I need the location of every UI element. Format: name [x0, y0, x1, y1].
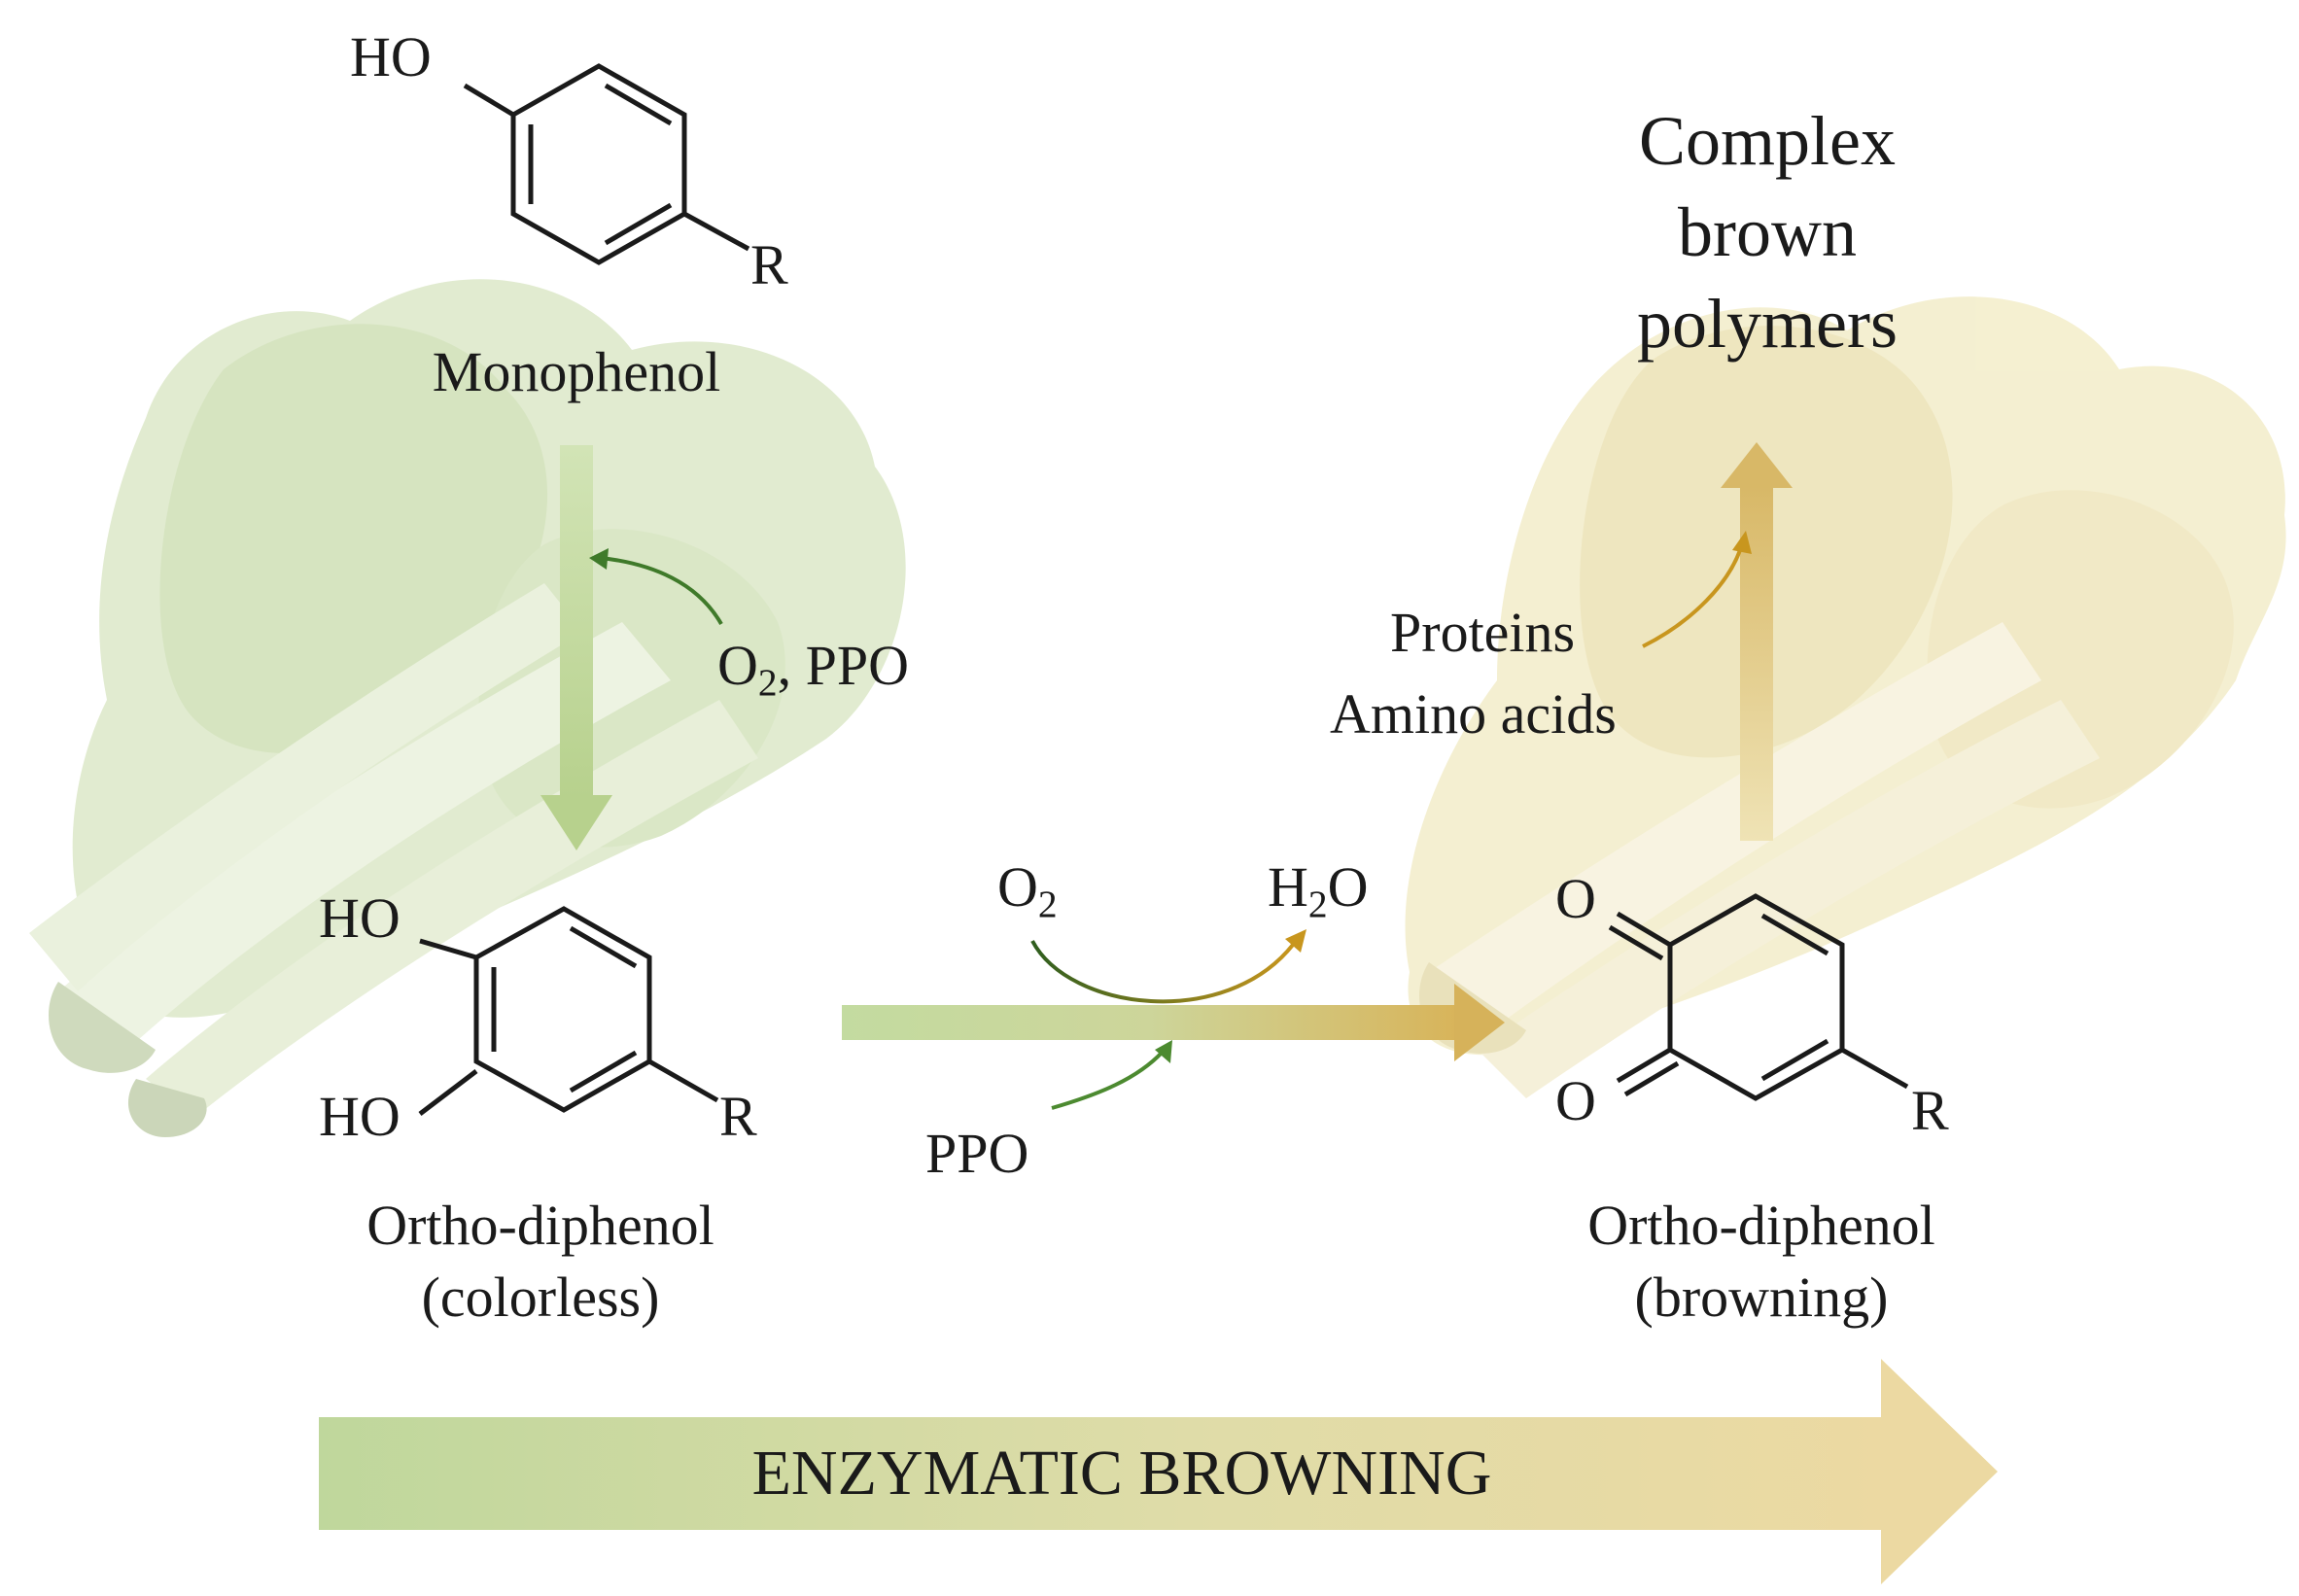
- curve-arrowhead: [1285, 929, 1306, 953]
- monophenol-name: Monophenol: [432, 340, 721, 403]
- double-bond-inner: [1760, 1038, 1829, 1082]
- main-arrow-shaft: [842, 1005, 1458, 1040]
- quinone-ring: [1608, 893, 1909, 1101]
- r-bond: [1840, 1047, 1909, 1090]
- oh-bond-top: [419, 938, 477, 960]
- stem-shape: [1429, 622, 2041, 1040]
- proteins-label: Proteins: [1390, 601, 1576, 664]
- curve-arrowhead: [1732, 531, 1752, 554]
- curve-path: [1642, 543, 1744, 648]
- product-line-1: Complex: [1639, 102, 1896, 180]
- o2-symbol: O: [717, 634, 758, 697]
- stem-base: [127, 1079, 207, 1137]
- carbonyl-bottom-double: [1623, 1060, 1680, 1097]
- stem-shape: [58, 622, 671, 1059]
- banner-label: ENZYMATIC BROWNING: [751, 1438, 1492, 1509]
- leaf-shape: [1927, 490, 2234, 809]
- o2-subscript: 2: [757, 661, 778, 705]
- oh-bond-bottom: [418, 1069, 478, 1116]
- quinone-o-top-label: O: [1555, 867, 1596, 930]
- bok-choy-illustration-green: [29, 279, 906, 1137]
- oh-bond: [463, 83, 515, 118]
- diphenol-note: (colorless): [421, 1266, 660, 1329]
- diphenol-name: Ortho-diphenol: [366, 1194, 714, 1257]
- o2-symbol: O: [997, 855, 1038, 919]
- bok-choy-illustration-yellow: [1405, 296, 2286, 1098]
- main-reaction-arrow: [842, 984, 1505, 1061]
- h-symbol: H: [1268, 855, 1308, 919]
- curve-arrowhead: [1155, 1040, 1172, 1063]
- benzene-ring: [473, 906, 652, 1113]
- banner-arrowhead: [1881, 1359, 1998, 1584]
- diphenol-oh-bottom-label: HO: [319, 1085, 401, 1148]
- h2o-label: H2O: [1268, 855, 1369, 923]
- down-arrow-shaft: [560, 445, 593, 797]
- h2-subscript: 2: [1307, 883, 1328, 926]
- amino-acids-label: Amino acids: [1330, 682, 1617, 746]
- carbonyl-top-double: [1608, 924, 1664, 961]
- stem-shape: [1478, 700, 2100, 1098]
- ppo-text: , PPO: [777, 634, 910, 697]
- o2-ppo-label: O2, PPO: [717, 634, 910, 702]
- down-arrow-head: [540, 795, 612, 850]
- quinone-name: Ortho-diphenol: [1587, 1194, 1935, 1257]
- enzymatic-browning-banner: [319, 1359, 1998, 1584]
- curve-path: [1030, 940, 1295, 1004]
- proteins-curved-arrow: [1642, 531, 1752, 648]
- benzene-ring: [510, 63, 687, 265]
- product-line-2: brown: [1678, 193, 1857, 271]
- monophenol-oh-label: HO: [350, 25, 432, 88]
- curve-arrowhead: [589, 548, 609, 570]
- ppo-label: PPO: [925, 1122, 1029, 1185]
- r-bond: [682, 211, 750, 252]
- o2-to-h2o-curved-arrow: [1030, 929, 1306, 1004]
- double-bond-inner: [604, 83, 673, 126]
- monophenol-r-label: R: [750, 233, 788, 296]
- double-bond-inner: [1760, 913, 1829, 956]
- stem-base: [49, 982, 156, 1073]
- o2-label: O2: [997, 855, 1058, 923]
- carbonyl-bottom: [1616, 1047, 1672, 1084]
- stem-shape: [29, 583, 583, 991]
- diphenol-oh-top-label: HO: [319, 886, 401, 950]
- double-bond-inner: [569, 925, 638, 969]
- curve-path: [600, 556, 723, 625]
- quinone-o-bottom-label: O: [1555, 1069, 1596, 1132]
- diphenol-ring: [418, 906, 719, 1116]
- double-bond-inner: [569, 1050, 638, 1093]
- o2-subscript: 2: [1037, 883, 1058, 926]
- down-arrow: [540, 445, 612, 850]
- r-bond: [647, 1058, 719, 1103]
- up-arrow-head: [1721, 442, 1793, 488]
- quinone-note: (browning): [1634, 1266, 1889, 1329]
- carbonyl-top: [1616, 911, 1672, 948]
- monophenol-ring: [463, 63, 750, 265]
- banner-body: [319, 1417, 1896, 1530]
- quinone-r-label: R: [1911, 1079, 1949, 1142]
- double-bond-inner: [604, 202, 673, 246]
- curve-path: [1051, 1050, 1165, 1110]
- diphenol-r-label: R: [719, 1085, 757, 1148]
- ppo-curved-arrow: [1051, 1040, 1172, 1110]
- o2-ppo-curved-arrow: [589, 548, 723, 625]
- main-arrow-head: [1454, 984, 1505, 1061]
- product-line-3: polymers: [1637, 285, 1898, 363]
- o-symbol: O: [1327, 855, 1369, 919]
